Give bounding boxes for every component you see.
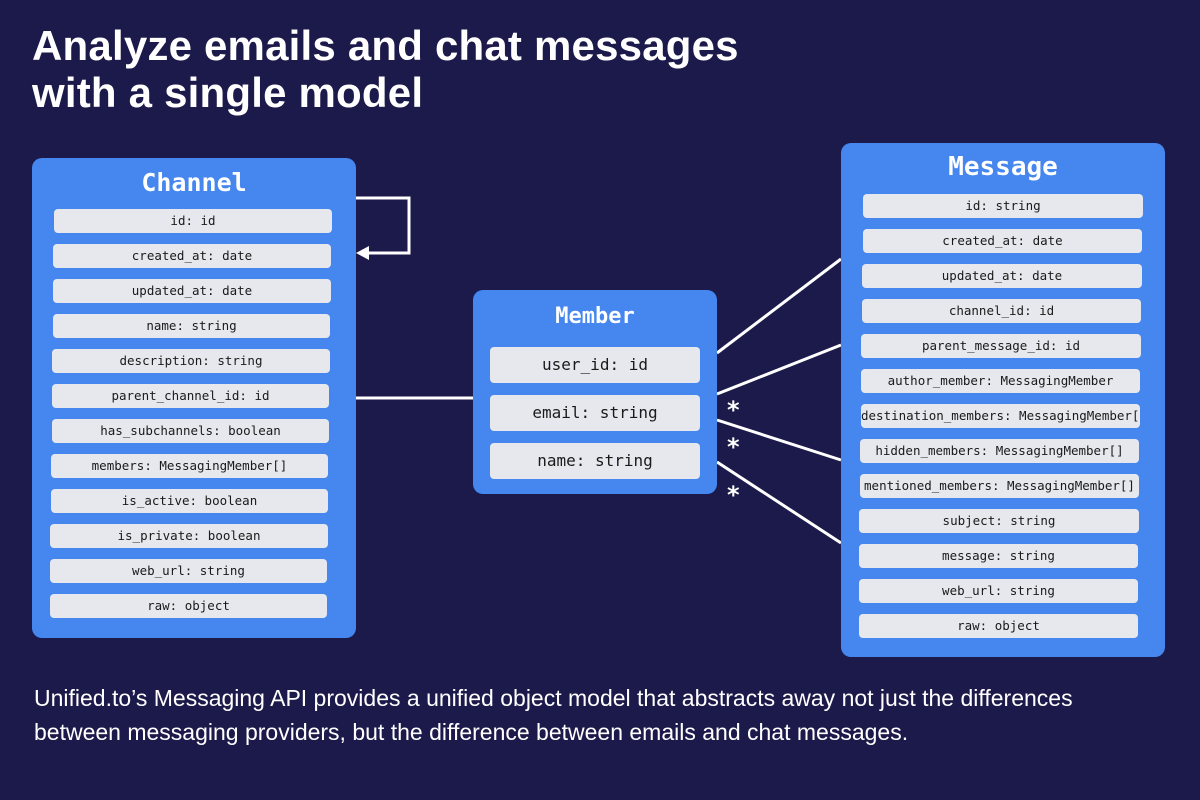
channel-field: id: id <box>54 209 332 233</box>
many-marker-1: * <box>727 396 740 424</box>
many-marker-3: * <box>727 481 740 509</box>
description-paragraph: Unified.to’s Messaging API provides a un… <box>34 685 1073 745</box>
message-field: id: string <box>863 194 1143 218</box>
member-message-line-1 <box>716 257 842 355</box>
channel-field: web_url: string <box>50 559 327 583</box>
member-field: name: string <box>490 443 700 479</box>
member-entity: Member user_id: id email: string name: s… <box>473 290 717 494</box>
title-line-1: Analyze emails and chat messages <box>32 22 739 69</box>
channel-field: created_at: date <box>53 244 331 268</box>
member-field: user_id: id <box>490 347 700 383</box>
channel-field: parent_channel_id: id <box>52 384 329 408</box>
channel-entity-title: Channel <box>141 168 247 197</box>
message-field: raw: object <box>859 614 1138 638</box>
message-field: channel_id: id <box>862 299 1141 323</box>
message-field: subject: string <box>859 509 1139 533</box>
channel-self-reference-arrowhead <box>356 246 369 260</box>
member-message-line-3 <box>716 418 842 462</box>
member-message-line-4 <box>716 460 842 545</box>
channel-entity: Channel id: id created_at: date updated_… <box>32 158 356 638</box>
member-field: email: string <box>490 395 700 431</box>
member-message-line-2 <box>716 343 842 396</box>
channel-field: description: string <box>52 349 330 373</box>
message-field: author_member: MessagingMember <box>861 369 1140 393</box>
channel-field: has_subchannels: boolean <box>52 419 329 443</box>
channel-field: members: MessagingMember[] <box>51 454 328 478</box>
channel-self-reference-line <box>356 196 411 255</box>
title-line-2: with a single model <box>32 69 424 116</box>
message-field: web_url: string <box>859 579 1138 603</box>
channel-field: is_private: boolean <box>50 524 328 548</box>
message-field: mentioned_members: MessagingMember[] <box>860 474 1139 498</box>
message-field: message: string <box>859 544 1138 568</box>
channel-field: is_active: boolean <box>51 489 328 513</box>
message-entity-title: Message <box>948 152 1058 182</box>
channel-field: raw: object <box>50 594 327 618</box>
message-field: updated_at: date <box>862 264 1142 288</box>
page-title: Analyze emails and chat messages with a … <box>32 22 1132 116</box>
member-entity-title: Member <box>555 304 635 329</box>
message-entity: Message id: string created_at: date upda… <box>841 143 1165 657</box>
message-field: parent_message_id: id <box>861 334 1141 358</box>
message-field: hidden_members: MessagingMember[] <box>860 439 1139 463</box>
channel-field: updated_at: date <box>53 279 331 303</box>
message-field: destination_members: MessagingMember[] <box>861 404 1140 428</box>
many-marker-2: * <box>727 433 740 461</box>
message-field: created_at: date <box>863 229 1142 253</box>
channel-field: name: string <box>53 314 330 338</box>
